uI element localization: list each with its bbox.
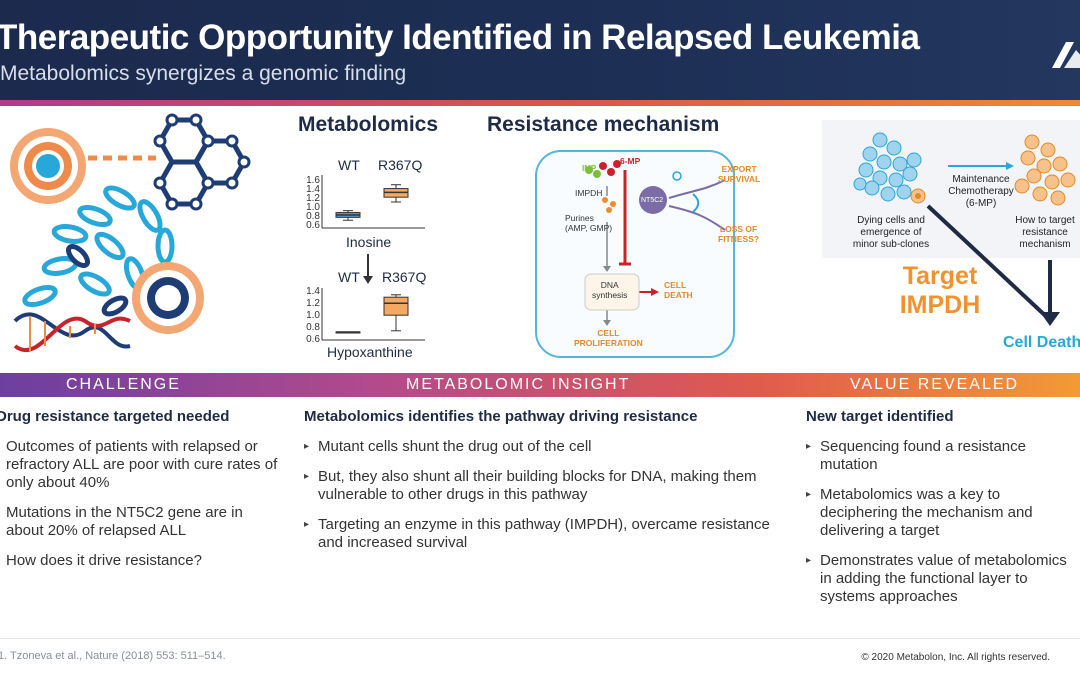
list-item: ▸How does it drive resistance? bbox=[6, 552, 202, 569]
loss-of-fitness-label: LOSS OF FITNESS? bbox=[718, 224, 760, 244]
boxplot-bottom-tick: 1.0 bbox=[306, 310, 320, 321]
copyright: © 2020 Metabolon, Inc. All rights reserv… bbox=[861, 652, 1050, 663]
boxplot-top-tick: 1.2 bbox=[306, 193, 320, 204]
how-to-target-label: How to target resistance mechanism bbox=[1015, 215, 1075, 250]
value-heading: New target identified bbox=[806, 408, 954, 425]
boxplot-top-wt-label: WT bbox=[338, 157, 360, 173]
challenge-heading: Drug resistance targeted needed bbox=[0, 408, 230, 425]
cell-icon bbox=[132, 262, 204, 334]
boxplot-bottom-wt-label: WT bbox=[338, 269, 360, 285]
challenge-list: ▸Outcomes of patients with relapsed or r… bbox=[0, 438, 282, 582]
boxplot-bottom-tick: 0.6 bbox=[306, 334, 320, 345]
page-title: Therapeutic Opportunity Identified in Re… bbox=[0, 18, 920, 57]
six-mp-label: 6-MP bbox=[620, 156, 641, 166]
cell-icon bbox=[10, 128, 86, 204]
nt5c2-label: NT5C2 bbox=[641, 197, 664, 204]
list-item: ▸Demonstrates value of metabolomics in a… bbox=[806, 552, 1067, 605]
header-accent-bar bbox=[0, 100, 1080, 106]
bullet-marker-icon: ▸ bbox=[304, 519, 310, 530]
header-banner: Therapeutic Opportunity Identified in Re… bbox=[0, 0, 1080, 100]
boxplot-top-tick: 0.6 bbox=[306, 220, 320, 231]
genomic-illustration bbox=[10, 113, 251, 353]
citation: 1. Tzoneva et al., Nature (2018) 553: 51… bbox=[0, 650, 226, 662]
bullet-marker-icon: ▸ bbox=[806, 441, 812, 452]
boxplot-bottom-tick: 1.4 bbox=[306, 286, 320, 297]
section-challenge: CHALLENGE bbox=[66, 376, 181, 393]
metabolon-logo-icon bbox=[1052, 42, 1080, 68]
bullet-marker-icon: ▸ bbox=[806, 555, 812, 566]
boxplot-top-r367q-label: R367Q bbox=[378, 157, 423, 173]
boxplot-top-xlabel: Inosine bbox=[346, 234, 392, 250]
boxplot-top-tick: 1.4 bbox=[306, 184, 320, 195]
list-item: ▸Mutant cells shunt the drug out of the … bbox=[304, 438, 592, 455]
section-header-bar bbox=[0, 373, 1080, 397]
footer-divider bbox=[0, 638, 1080, 639]
resistance-title: Resistance mechanism bbox=[487, 113, 720, 136]
maintenance-chemo-label: Maintenance Chemotherapy (6-MP) bbox=[948, 174, 1014, 209]
boxplot-bottom-tick: 1.2 bbox=[306, 298, 320, 309]
resistance-pathway-arrows bbox=[584, 160, 726, 326]
boxplot-chart bbox=[321, 175, 425, 341]
boxplot-bottom-r367q-label: R367Q bbox=[382, 269, 427, 285]
cell-proliferation-label: CELL PROLIFERATION bbox=[574, 328, 643, 348]
list-item: ▸Metabolomics was a key to deciphering t… bbox=[806, 486, 1033, 539]
export-survival-label: EXPORT SURVIVAL bbox=[718, 164, 761, 184]
insight-list: ▸Mutant cells shunt the drug out of the … bbox=[304, 438, 784, 564]
list-item: ▸Mutations in the NT5C2 gene are in abou… bbox=[6, 504, 243, 539]
orange-cell-cluster-icon bbox=[1014, 134, 1076, 206]
list-item: ▸But, they also shunt all their building… bbox=[304, 468, 757, 503]
value-list: ▸Sequencing found a resistance mutation … bbox=[806, 438, 1080, 618]
bullet-marker-icon: ▸ bbox=[304, 441, 310, 452]
page-subtitle: Metabolomics synergizes a genomic findin… bbox=[0, 62, 407, 85]
imp-label: IMP bbox=[582, 164, 597, 173]
insight-heading: Metabolomics identifies the pathway driv… bbox=[304, 408, 698, 425]
list-item: ▸Outcomes of patients with relapsed or r… bbox=[6, 438, 278, 491]
purines-label: Purines (AMP, GMP) bbox=[565, 213, 613, 233]
dna-synthesis-label: DNA synthesis bbox=[592, 280, 628, 300]
boxplot-bottom-xlabel: Hypoxanthine bbox=[327, 344, 413, 360]
diagram-cell-death-label: CELL DEATH bbox=[664, 280, 693, 300]
target-impdh-label: Target IMPDH bbox=[899, 262, 981, 319]
bullet-marker-icon: ▸ bbox=[304, 471, 310, 482]
blue-cell-cluster-icon bbox=[853, 132, 922, 202]
dna-helix-icon bbox=[13, 312, 131, 353]
metabolomics-title: Metabolomics bbox=[298, 113, 439, 136]
cell-cluster-illustration bbox=[853, 132, 1076, 326]
molecule-icon bbox=[157, 117, 247, 207]
bullet-marker-icon: ▸ bbox=[806, 489, 812, 500]
boxplot-box bbox=[383, 296, 409, 316]
section-insight: METABOLOMIC INSIGHT bbox=[406, 376, 631, 393]
boxplot-top-tick: 1.0 bbox=[306, 202, 320, 213]
section-value: VALUE REVEALED bbox=[850, 376, 1020, 393]
impdh-label: IMPDH bbox=[575, 188, 603, 198]
boxplot-bottom-tick: 0.8 bbox=[306, 322, 320, 333]
boxplot-top-tick: 0.8 bbox=[306, 211, 320, 222]
resistance-diagram bbox=[535, 150, 735, 358]
list-item: ▸Targeting an enzyme in this pathway (IM… bbox=[304, 516, 770, 551]
dying-cells-label: Dying cells and emergence of minor sub-c… bbox=[852, 215, 930, 250]
boxplot-top-tick: 1.6 bbox=[306, 175, 320, 186]
cell-death-label: Cell Death bbox=[1003, 334, 1080, 351]
list-item: ▸Sequencing found a resistance mutation bbox=[806, 438, 1026, 473]
